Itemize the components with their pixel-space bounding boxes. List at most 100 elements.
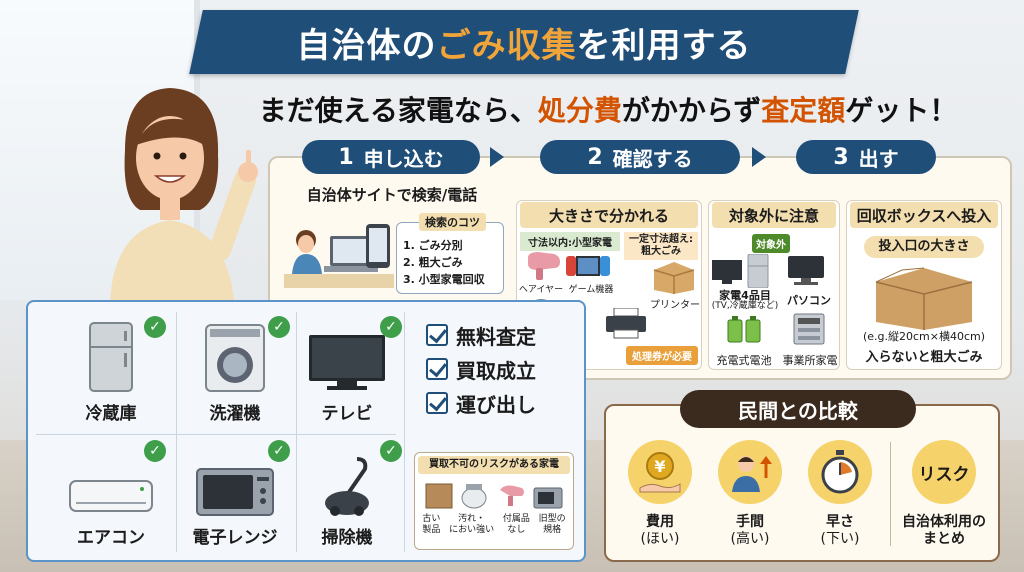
check-icon: ✓ <box>144 440 166 462</box>
search-tips-title: 検索のコツ <box>419 213 486 231</box>
dryer-label: ヘアイヤー <box>518 285 564 295</box>
printer-label: プリンター <box>650 300 700 311</box>
appliance-label: 掃除機 <box>321 528 373 548</box>
risk-item: 付属品なし <box>503 514 530 536</box>
appliance-label: 電子レンジ <box>192 528 278 548</box>
title-part1: 自治体の <box>296 25 437 66</box>
speed-line1: 早さ <box>826 514 854 530</box>
checkbox-checked-icon <box>426 324 448 346</box>
step-2-pill: 2 確認する <box>540 140 740 174</box>
step1-heading: 自治体サイトで検索/電話 <box>306 186 478 204</box>
subtitle-part2: がかからず <box>621 94 762 127</box>
page-title: 自治体のごみ収集を利用する <box>196 10 852 74</box>
search-tips-box: 検索のコツ 1. ごみ分別 2. 粗大ごみ 3. 小型家電回収 <box>396 213 504 294</box>
four-appliances-label: 家電4品目 (TV,冷蔵庫など) <box>710 290 780 312</box>
tip-item: 1. ごみ分別 <box>403 239 463 252</box>
checklist-item: 無料査定 <box>426 318 576 352</box>
checklist-label: 買取成立 <box>456 358 536 383</box>
effort-label: 手間 (高い) <box>706 514 794 548</box>
step-3-number: 3 <box>833 144 849 170</box>
risk-item-line1: 旧型の <box>538 514 566 524</box>
washing-machine-icon <box>205 324 265 392</box>
step-3-pill: 3 出す <box>796 140 936 174</box>
risk-item: 古い製品 <box>422 514 440 536</box>
risk-item-line1: 付属品 <box>502 514 530 524</box>
bulky-note: 入らないと粗大ごみ <box>865 350 983 365</box>
bulky-tag-line1: 一定寸法超え: <box>629 234 693 245</box>
risk-item: 汚れ・におい強い <box>449 514 494 536</box>
risk-item-line1: 古い <box>422 514 441 524</box>
aircon-icon <box>69 480 153 512</box>
collection-box-heading: 回収ボックスへ投入 <box>850 202 998 228</box>
title-highlight: ごみ収集 <box>436 25 577 66</box>
subtitle-highlight2: 査定額 <box>761 94 846 127</box>
subtitle-highlight1: 処分費 <box>537 94 622 127</box>
appliance-microwave: ✓ 電子レンジ <box>180 436 290 554</box>
check-icon: ✓ <box>268 440 290 462</box>
effort-circle <box>718 440 782 504</box>
effort-line1: 手間 <box>736 514 764 530</box>
check-icon: ✓ <box>380 440 402 462</box>
appliance-label: エアコン <box>77 528 145 548</box>
tv-icon <box>309 335 385 390</box>
appliance-aircon: ✓ エアコン <box>56 436 166 554</box>
step-arrow-1-icon <box>490 147 504 167</box>
checklist-item: 運び出し <box>426 386 576 420</box>
appliance-tv: ✓ テレビ <box>292 312 402 430</box>
person-up-icon <box>732 456 772 492</box>
effort-circle-bg <box>718 440 782 504</box>
appliance-label: 冷蔵庫 <box>85 404 137 424</box>
vacuum-icon <box>325 457 369 516</box>
cost-line1: 費用 <box>646 514 674 530</box>
step-arrow-2-icon <box>752 147 766 167</box>
size-category-heading: 大きさで分かれる <box>520 202 698 228</box>
comparison-divider <box>890 442 891 546</box>
speed-label: 早さ (下い) <box>796 514 884 548</box>
summary-line2: まとめ <box>923 531 965 547</box>
cost-circle: ¥ <box>628 440 692 504</box>
grid-divider <box>176 312 177 552</box>
appliance-washing-machine: ✓ 洗濯機 <box>180 312 290 430</box>
fridge-icon <box>89 322 133 392</box>
grid-divider <box>36 434 396 435</box>
service-checklist: 無料査定 買取成立 運び出し <box>426 318 576 420</box>
risk-item-line2: なし <box>507 525 526 535</box>
checkbox-checked-icon <box>426 392 448 414</box>
stopwatch-icon <box>821 450 859 494</box>
four-appliances-line1: 家電4品目 <box>719 289 771 302</box>
four-appliances-line2: (TV,冷蔵庫など) <box>711 301 779 311</box>
appliance-label: 洗濯機 <box>209 404 261 424</box>
tip-item: 3. 小型家電回収 <box>403 273 485 286</box>
excluded-tag: 対象外 <box>752 234 790 253</box>
summary-label: 自治体利用の まとめ <box>894 514 994 548</box>
speed-line2: (下い) <box>820 531 860 547</box>
check-icon: ✓ <box>144 316 166 338</box>
pc-label: パソコン <box>787 294 831 307</box>
risk-item-line2: 製品 <box>422 525 441 535</box>
grid-divider <box>404 312 405 552</box>
speed-circle <box>808 440 872 504</box>
slot-size-example: (e.g.縦20cm×横40cm) <box>862 330 986 343</box>
printer-icon <box>606 308 646 339</box>
svg-text:¥: ¥ <box>654 457 665 476</box>
effort-line2: (高い) <box>730 531 770 547</box>
appliance-label: テレビ <box>321 404 373 424</box>
risk-item: 旧型の規格 <box>539 514 566 536</box>
microwave-icon <box>196 468 274 516</box>
appliance-vacuum: ✓ 掃除機 <box>292 436 402 554</box>
comparison-title: 民間との比較 <box>680 390 916 428</box>
check-icon: ✓ <box>268 316 290 338</box>
grid-divider <box>296 312 297 552</box>
cost-label: 費用 (ほい) <box>616 514 704 548</box>
cost-line2: (ほい) <box>640 531 680 547</box>
risk-item-line2: 規格 <box>543 525 562 535</box>
woman-pointing-illustration <box>110 88 258 310</box>
rechargeable-battery-icon <box>727 316 761 343</box>
bulky-tag-line2: 粗大ごみ <box>641 246 681 257</box>
slot-size-heading: 投入口の大きさ <box>864 236 984 258</box>
subtitle-part3: ゲット！ <box>845 94 958 127</box>
bulky-waste-tag: 一定寸法超え: 粗大ごみ <box>624 232 698 260</box>
cardboard-box-icon <box>653 262 695 294</box>
risk-appliances-title: 買取不可のリスクがある家電 <box>418 456 570 474</box>
hair-dryer-icon <box>528 252 560 280</box>
